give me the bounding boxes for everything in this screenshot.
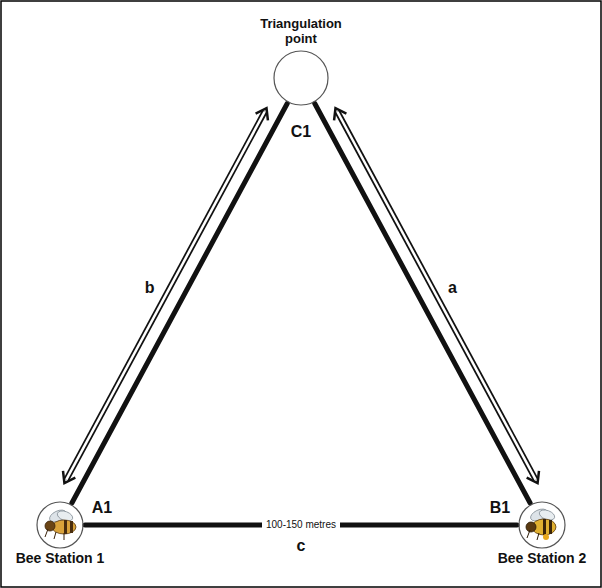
station-label: Bee Station 1 bbox=[14, 551, 106, 566]
station-circle: Triangulation point bbox=[273, 50, 329, 106]
vertex-label: c bbox=[297, 537, 306, 555]
vertex-label: B1 bbox=[490, 499, 510, 517]
bee-icon bbox=[45, 508, 76, 540]
circle-outline bbox=[273, 50, 329, 106]
station-circle: Bee Station 1 bbox=[36, 501, 84, 549]
station-label: Bee Station 2 bbox=[496, 551, 588, 566]
dimension-label: 100-150 metres bbox=[262, 519, 340, 531]
vertex-label: A1 bbox=[92, 499, 112, 517]
station-circle: Bee Station 2 bbox=[518, 501, 566, 549]
bee-icon bbox=[526, 507, 556, 540]
triangle-side bbox=[315, 104, 539, 503]
vertex-label: C1 bbox=[291, 123, 311, 141]
circle-outline bbox=[36, 501, 84, 549]
triangle-side bbox=[63, 104, 287, 503]
circle-outline bbox=[518, 501, 566, 549]
station-label: Triangulation point bbox=[246, 16, 356, 46]
side-letter: a bbox=[448, 280, 457, 295]
side-letter: b bbox=[145, 280, 155, 295]
